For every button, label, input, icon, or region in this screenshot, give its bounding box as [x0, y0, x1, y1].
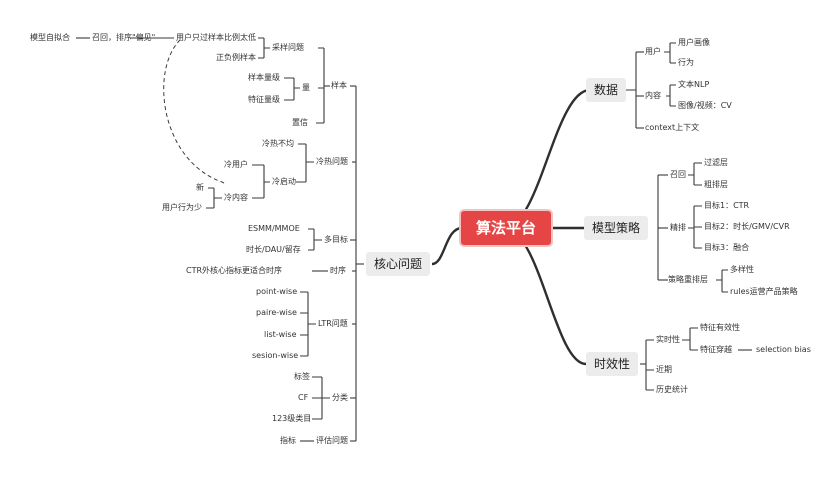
node-confidence[interactable]: 置信 — [292, 118, 308, 127]
node-ltr-issue[interactable]: LTR问题 — [318, 319, 348, 328]
node-target-duration-gmv[interactable]: 目标2：时长/GMV/CVR — [704, 222, 790, 231]
node-user[interactable]: 用户 — [645, 47, 661, 56]
node-classification[interactable]: 分类 — [332, 393, 348, 402]
node-history-stats[interactable]: 历史统计 — [656, 385, 688, 394]
node-cold-content[interactable]: 冷内容 — [224, 193, 248, 202]
node-sample[interactable]: 样本 — [331, 81, 347, 90]
node-model-self-fitting[interactable]: 模型自拟合 — [30, 33, 70, 42]
root-node[interactable]: 算法平台 — [461, 211, 551, 245]
node-list-wise[interactable]: list-wise — [264, 330, 297, 339]
node-cold-hot-uneven[interactable]: 冷热不均 — [262, 139, 294, 148]
node-cold-start[interactable]: 冷启动 — [272, 177, 296, 186]
node-point-wise[interactable]: point-wise — [256, 287, 298, 296]
node-multi-objective[interactable]: 多目标 — [324, 235, 348, 244]
node-metrics[interactable]: 指标 — [280, 436, 296, 445]
node-user-profile[interactable]: 用户画像 — [678, 38, 710, 47]
node-duration-dau-retention[interactable]: 时长/DAU/留存 — [246, 245, 301, 254]
node-timing[interactable]: 时序 — [330, 266, 346, 275]
node-esmm-mmoe[interactable]: ESMM/MMOE — [248, 224, 300, 233]
node-realtime[interactable]: 实时性 — [656, 335, 680, 344]
node-content[interactable]: 内容 — [645, 91, 661, 100]
node-low-exposure-ratio[interactable]: 用户只过样本比例太低 — [176, 33, 256, 42]
node-recent[interactable]: 近期 — [656, 365, 672, 374]
node-tags[interactable]: 标签 — [294, 372, 310, 381]
node-feature-scale[interactable]: 特征量级 — [248, 95, 280, 104]
branch-model-strategy[interactable]: 模型策略 — [584, 216, 649, 240]
node-behavior[interactable]: 行为 — [678, 58, 694, 67]
node-few-user-actions[interactable]: 用户行为少 — [162, 203, 202, 212]
node-pos-neg-samples[interactable]: 正负例样本 — [216, 53, 256, 62]
node-cold-user[interactable]: 冷用户 — [224, 160, 248, 169]
node-coarse-rank-layer[interactable]: 粗排层 — [704, 180, 728, 189]
branch-core-issues[interactable]: 核心问题 — [366, 252, 431, 276]
node-rerank-layer[interactable]: 策略重排层 — [668, 275, 708, 284]
node-category-levels[interactable]: 123级类目 — [272, 414, 312, 423]
node-target-ctr[interactable]: 目标1：CTR — [704, 201, 750, 210]
node-cold-hot-issue[interactable]: 冷热问题 — [316, 157, 348, 166]
node-volume[interactable]: 量 — [302, 83, 310, 92]
node-text-nlp[interactable]: 文本NLP — [678, 80, 710, 89]
node-paire-wise[interactable]: paire-wise — [256, 308, 297, 317]
node-context[interactable]: context上下文 — [645, 123, 700, 132]
node-evaluation-issue[interactable]: 评估问题 — [316, 436, 348, 445]
node-target-fusion[interactable]: 目标3：融合 — [704, 243, 750, 252]
node-new[interactable]: 新 — [196, 183, 204, 192]
node-ctr-core-metric-timing[interactable]: CTR外核心指标更适合时序 — [186, 266, 283, 275]
node-recall-rank-bias[interactable]: 召回，排序"偏见" — [92, 33, 156, 42]
node-image-video-cv[interactable]: 图像/视频：CV — [678, 101, 732, 110]
node-fine-rank[interactable]: 精排 — [670, 223, 686, 232]
node-selection-bias[interactable]: selection bias — [756, 345, 811, 354]
node-filter-layer[interactable]: 过滤层 — [704, 158, 728, 167]
node-sample-scale[interactable]: 样本量级 — [248, 73, 280, 82]
branch-data[interactable]: 数据 — [586, 78, 627, 102]
node-cf[interactable]: CF — [298, 393, 309, 402]
node-feature-validity[interactable]: 特征有效性 — [700, 323, 740, 332]
node-sesion-wise[interactable]: sesion-wise — [252, 351, 299, 360]
node-sampling-issue[interactable]: 采样问题 — [272, 43, 304, 52]
node-recall[interactable]: 召回 — [670, 170, 686, 179]
node-feature-leakage[interactable]: 特征穿越 — [700, 345, 732, 354]
node-ops-rules[interactable]: rules运营产品策略 — [730, 287, 798, 296]
branch-timeliness[interactable]: 时效性 — [586, 352, 639, 376]
node-diversity[interactable]: 多样性 — [730, 265, 754, 274]
